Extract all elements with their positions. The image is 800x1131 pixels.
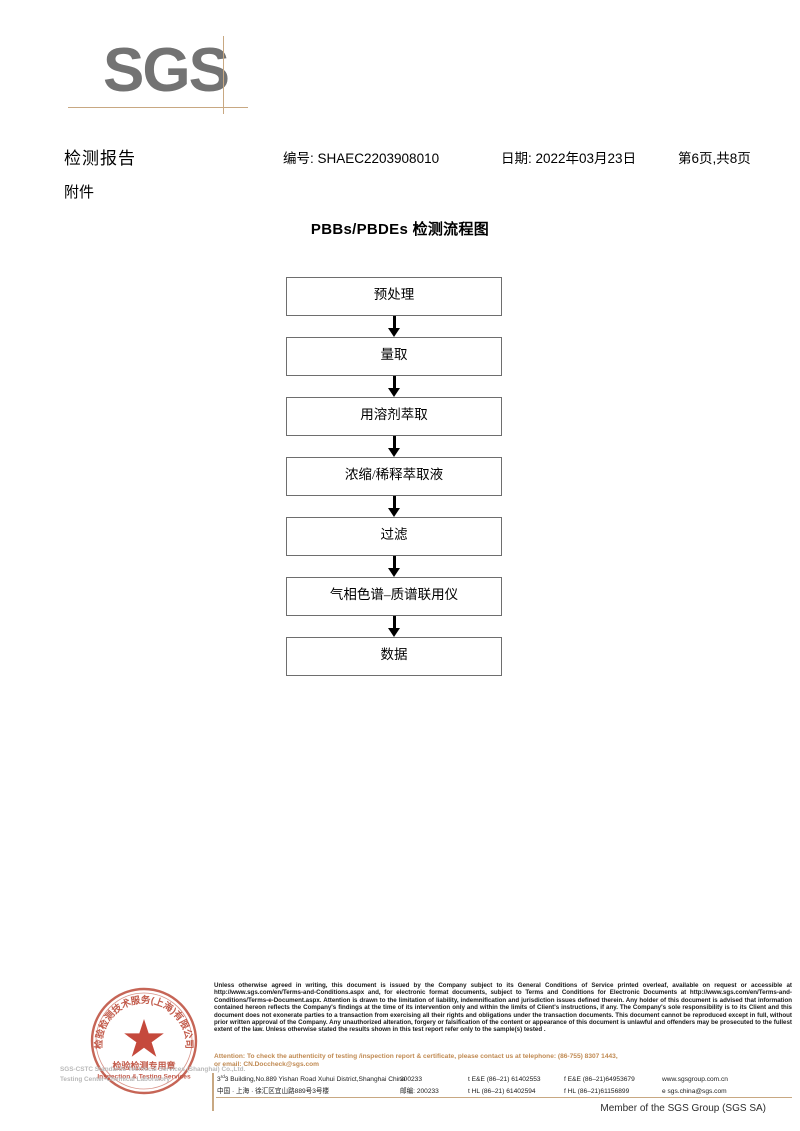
flow-step-box: 量取 bbox=[286, 337, 502, 376]
flow-arrow-down-icon bbox=[286, 376, 502, 397]
address-tel-ee: t E&E (86–21) 61402553 bbox=[468, 1076, 541, 1084]
page-number: 第6页,共8页 bbox=[678, 151, 751, 166]
flow-step-label: 数据 bbox=[380, 647, 408, 662]
document-footer: 检验检测技术服务(上海)有限公司 检验检测专用章 Inspection & Te… bbox=[0, 975, 800, 1131]
address-street-cn: 中国 · 上海 · 徐汇区宜山路889号3号楼 bbox=[217, 1087, 330, 1095]
arrow-shaft bbox=[393, 316, 396, 331]
document-header: 检测报告 编号: SHAEC2203908010 日期: 2022年03月23日… bbox=[64, 144, 764, 168]
footer-horizontal-divider bbox=[216, 1097, 792, 1098]
arrow-head bbox=[388, 568, 400, 577]
address-tel-hl: t HL (86–21) 61402594 bbox=[468, 1087, 536, 1095]
arrow-head bbox=[388, 448, 400, 457]
report-number: 编号: SHAEC2203908010 bbox=[283, 151, 440, 166]
report-date: 日期: 2022年03月23日 bbox=[501, 151, 637, 166]
footer-address-block: 3rd3 Building,No.889 Yishan Road Xuhui D… bbox=[217, 1071, 792, 1097]
logo-horizontal-rule bbox=[68, 107, 248, 108]
arrow-shaft bbox=[393, 376, 396, 391]
arrow-shaft bbox=[393, 436, 396, 451]
flow-step-box: 预处理 bbox=[286, 277, 502, 316]
flow-step-box: 气相色谱–质谱联用仪 bbox=[286, 577, 502, 616]
arrow-shaft bbox=[393, 556, 396, 571]
address-zip-en: 200233 bbox=[400, 1076, 423, 1084]
address-street-en-text: 3 Building,No.889 Yishan Road Xuhui Dist… bbox=[224, 1076, 406, 1084]
member-of-group-text: Member of the SGS Group (SGS SA) bbox=[600, 1103, 766, 1114]
flow-arrow-down-icon bbox=[286, 496, 502, 517]
svg-text:检验检测专用章: 检验检测专用章 bbox=[112, 1060, 175, 1071]
flow-arrow-down-icon bbox=[286, 436, 502, 457]
flow-step-label: 浓缩/稀释萃取液 bbox=[344, 467, 444, 482]
address-ordinal-suffix: rd bbox=[220, 1074, 225, 1079]
address-fax-ee: f E&E (86–21)64953679 bbox=[564, 1076, 635, 1084]
address-fax-hl: f HL (86–21)61156899 bbox=[564, 1087, 630, 1095]
address-zip-cn: 邮编: 200233 bbox=[400, 1087, 439, 1095]
watermark-line-1: SGS-CSTC Standards Technical Services (S… bbox=[60, 1066, 246, 1073]
attachment-label: 附件 bbox=[64, 184, 95, 201]
legal-terms-text: Unless otherwise agreed in writing, this… bbox=[214, 982, 792, 1034]
flow-step-label: 过滤 bbox=[380, 527, 408, 542]
flow-arrow-down-icon bbox=[286, 556, 502, 577]
address-row-cn: 中国 · 上海 · 徐汇区宜山路889号3号楼 邮编: 200233 t HL … bbox=[217, 1086, 792, 1098]
flow-step-label: 用溶剂萃取 bbox=[360, 407, 428, 422]
address-row-en: 3rd3 Building,No.889 Yishan Road Xuhui D… bbox=[217, 1071, 792, 1086]
address-website[interactable]: www.sgsgroup.com.cn bbox=[662, 1076, 728, 1084]
attention-notice: Attention: To check the authenticity of … bbox=[214, 1053, 792, 1069]
sgs-logo-text: SGS bbox=[103, 36, 230, 105]
arrow-shaft bbox=[393, 616, 396, 631]
company-seal-stamp-icon: 检验检测技术服务(上海)有限公司 检验检测专用章 Inspection & Te… bbox=[90, 987, 198, 1095]
flow-step-box: 用溶剂萃取 bbox=[286, 397, 502, 436]
flow-step-label: 量取 bbox=[380, 347, 408, 362]
flow-step-box: 数据 bbox=[286, 637, 502, 676]
page-title: 检测报告 bbox=[64, 149, 136, 168]
flow-step-box: 过滤 bbox=[286, 517, 502, 556]
arrow-head bbox=[388, 328, 400, 337]
flow-arrow-down-icon bbox=[286, 316, 502, 337]
flowchart: 预处理 量取 用溶剂萃取 浓缩/稀释萃取液 过滤 气相色谱–质谱联用仪 数据 bbox=[286, 277, 504, 676]
sgs-logo: SGS bbox=[68, 36, 248, 115]
watermark-line-2: Testing Center-Chemical Laboratory bbox=[60, 1076, 170, 1083]
arrow-head bbox=[388, 508, 400, 517]
footer-vertical-divider bbox=[212, 1073, 214, 1111]
arrow-head bbox=[388, 628, 400, 637]
arrow-head bbox=[388, 388, 400, 397]
flowchart-title: PBBs/PBDEs 检测流程图 bbox=[310, 221, 490, 238]
flow-step-label: 预处理 bbox=[373, 287, 415, 302]
flow-arrow-down-icon bbox=[286, 616, 502, 637]
address-email[interactable]: e sgs.china@sgs.com bbox=[662, 1087, 727, 1095]
logo-vertical-rule bbox=[223, 36, 224, 114]
svg-text:Inspection & Testing Services: Inspection & Testing Services bbox=[97, 1074, 191, 1081]
flow-step-box: 浓缩/稀释萃取液 bbox=[286, 457, 502, 496]
address-street-en: 3rd3 Building,No.889 Yishan Road Xuhui D… bbox=[217, 1074, 406, 1084]
arrow-shaft bbox=[393, 496, 396, 511]
flow-step-label: 气相色谱–质谱联用仪 bbox=[329, 587, 459, 602]
attention-line-1: Attention: To check the authenticity of … bbox=[214, 1053, 618, 1060]
seal-watermark-text: SGS-CSTC Standards Technical Services (S… bbox=[60, 1065, 246, 1085]
attention-line-2: or email: CN.Doccheck@sgs.com bbox=[214, 1061, 320, 1069]
